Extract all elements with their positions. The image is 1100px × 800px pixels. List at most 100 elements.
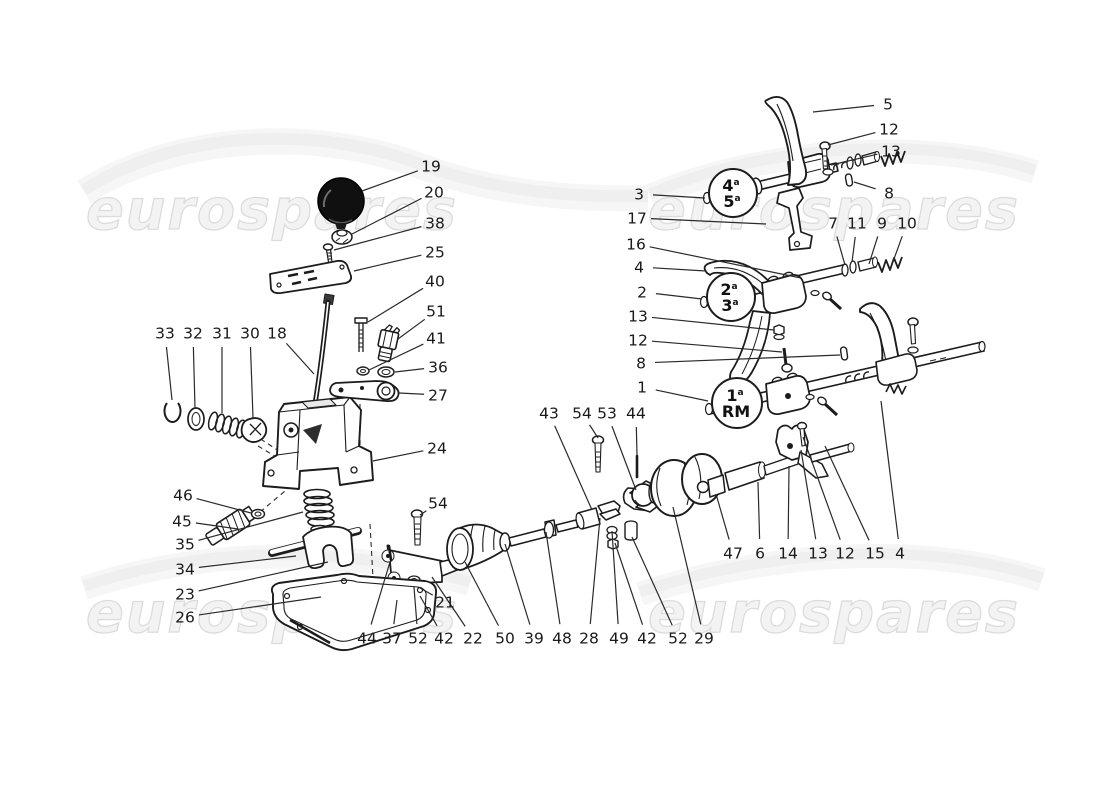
callout-1: 1 bbox=[637, 379, 709, 402]
part-number-label: 3 bbox=[634, 186, 644, 204]
watermark-text-1: eurospares bbox=[648, 178, 1020, 243]
leader-line bbox=[198, 555, 297, 568]
part-number-label: 10 bbox=[897, 215, 917, 233]
part-number-label: 5 bbox=[883, 96, 893, 114]
callout-53: 53 bbox=[597, 405, 637, 491]
callout-32: 32 bbox=[183, 325, 203, 409]
lock-plate-13 bbox=[822, 168, 834, 176]
part-number-label: 32 bbox=[183, 325, 203, 343]
leader-line bbox=[631, 536, 673, 626]
callout-13: 13 bbox=[800, 449, 828, 563]
watermark-text-3: eurospares bbox=[648, 581, 1020, 646]
callout-50: 50 bbox=[464, 561, 515, 648]
leader-line bbox=[195, 522, 239, 530]
detent-spring bbox=[207, 411, 247, 439]
part-number-label: 26 bbox=[175, 609, 195, 627]
svg-text:2a: 2a bbox=[720, 280, 737, 299]
snap-ring bbox=[163, 402, 182, 423]
part-number-label: 12 bbox=[879, 121, 899, 139]
part-number-label: 54 bbox=[572, 405, 592, 423]
part-number-label: 48 bbox=[552, 630, 572, 648]
leader-line bbox=[650, 218, 767, 225]
bolt-54 bbox=[591, 435, 605, 473]
part-number-label: 11 bbox=[847, 215, 867, 233]
part-number-label: 8 bbox=[636, 355, 646, 373]
callout-51: 51 bbox=[397, 303, 446, 340]
leader-line bbox=[554, 425, 593, 511]
callout-17: 17 bbox=[627, 210, 767, 228]
leader-line bbox=[652, 267, 707, 272]
leader-line bbox=[192, 346, 196, 409]
callout-39: 39 bbox=[504, 543, 544, 648]
bolt-12-rev bbox=[907, 317, 919, 345]
callout-21: 21 bbox=[419, 587, 455, 612]
part-number-label: 28 bbox=[579, 630, 599, 648]
part-number-label: 39 bbox=[524, 630, 544, 648]
part-number-label: 34 bbox=[175, 561, 195, 579]
part-number-label: 42 bbox=[637, 630, 657, 648]
bolt-54-left bbox=[410, 509, 424, 546]
part-number-label: 36 bbox=[428, 359, 448, 377]
callout-20: 20 bbox=[351, 184, 444, 235]
callout-29: 29 bbox=[672, 506, 714, 648]
leader-line bbox=[611, 530, 619, 625]
leader-line bbox=[649, 246, 802, 279]
part-number-label: 4 bbox=[634, 259, 644, 277]
leader-line bbox=[851, 236, 856, 263]
svg-text:1a: 1a bbox=[726, 386, 743, 405]
leader-line bbox=[419, 510, 427, 516]
callout-42: 42 bbox=[419, 595, 454, 648]
callout-43: 43 bbox=[539, 405, 593, 511]
callout-4: 4 bbox=[880, 400, 905, 563]
leader-line bbox=[397, 318, 426, 340]
callout-28: 28 bbox=[579, 517, 601, 648]
svg-text:3a: 3a bbox=[721, 296, 738, 315]
leader-line bbox=[589, 424, 599, 439]
leader-line bbox=[361, 170, 419, 192]
part-number-label: 29 bbox=[694, 630, 714, 648]
part-number-label: 13 bbox=[628, 308, 648, 326]
bolt-12-mid bbox=[782, 347, 788, 366]
callout-8: 8 bbox=[636, 354, 841, 373]
gear-lever bbox=[310, 293, 335, 419]
callout-3: 3 bbox=[634, 186, 706, 204]
gate-screw bbox=[322, 243, 334, 263]
leader-line bbox=[431, 576, 466, 627]
joint-washers-nut bbox=[606, 520, 638, 550]
leader-line bbox=[333, 226, 422, 251]
leader-line bbox=[367, 287, 424, 323]
leader-line bbox=[249, 346, 254, 419]
knob-cap bbox=[331, 229, 353, 245]
leader-line bbox=[651, 340, 783, 353]
lever-housing bbox=[262, 396, 374, 490]
leader-line bbox=[196, 498, 252, 514]
bottom-cover bbox=[270, 572, 437, 652]
knob-collar bbox=[335, 223, 347, 229]
part-number-label: 44 bbox=[626, 405, 646, 423]
leader-line bbox=[853, 181, 876, 190]
callout-13: 13 bbox=[830, 143, 901, 166]
part-number-label: 47 bbox=[723, 545, 743, 563]
part-number-label: 43 bbox=[539, 405, 559, 423]
alignment-dashed-line bbox=[369, 523, 374, 579]
part-number-label: 45 bbox=[172, 513, 192, 531]
callout-25: 25 bbox=[353, 244, 445, 272]
part-number-label: 9 bbox=[877, 215, 887, 233]
callout-44: 44 bbox=[626, 405, 646, 456]
fork-blade bbox=[729, 310, 771, 385]
selector-rod-1st-rev bbox=[704, 302, 986, 417]
lock-washer-36 bbox=[377, 366, 395, 378]
callout-19: 19 bbox=[361, 158, 441, 192]
leader-line bbox=[800, 449, 817, 540]
leader-line bbox=[802, 436, 841, 541]
part-number-label: 52 bbox=[668, 630, 688, 648]
callout-23: 23 bbox=[175, 561, 329, 604]
leader-line bbox=[715, 493, 730, 540]
leader-line bbox=[353, 254, 422, 272]
svg-text:5a: 5a bbox=[723, 192, 740, 211]
callout-54: 54 bbox=[572, 405, 599, 439]
callout-2: 2 bbox=[637, 284, 703, 302]
leader-line bbox=[787, 465, 790, 540]
callout-46: 46 bbox=[173, 487, 252, 514]
